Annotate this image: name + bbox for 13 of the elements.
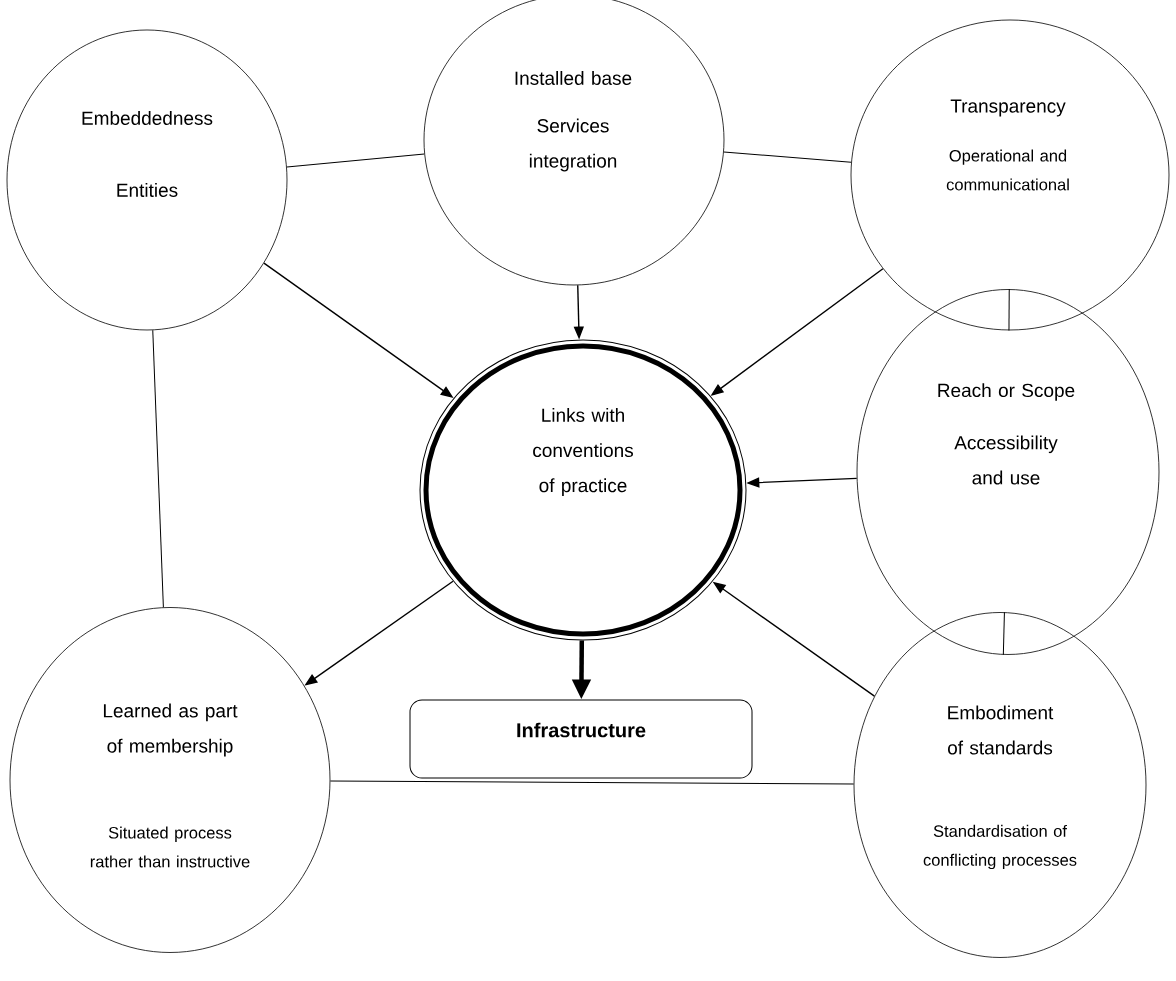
connector-line	[1002, 611, 1005, 656]
connector-line	[1008, 288, 1010, 331]
connector-line	[152, 329, 164, 608]
connector-line	[723, 151, 852, 163]
double-circle-node: Links with conventions of practice	[419, 339, 747, 641]
circle-node: Embeddedness Entities	[6, 29, 288, 331]
circle-node: Reach or Scope Accessibility and use	[856, 289, 1160, 655]
rounded-box: Infrastructure	[409, 699, 753, 779]
circle-node: Learned as part of membership Situated process rather than instructive	[9, 607, 331, 953]
circle-node: Transparency Operational and communicational	[850, 19, 1170, 331]
connector-line	[329, 780, 855, 785]
connector-line	[286, 153, 425, 168]
circle-node: Embodiment of standards Standardisation of conflicting processes	[853, 612, 1147, 958]
